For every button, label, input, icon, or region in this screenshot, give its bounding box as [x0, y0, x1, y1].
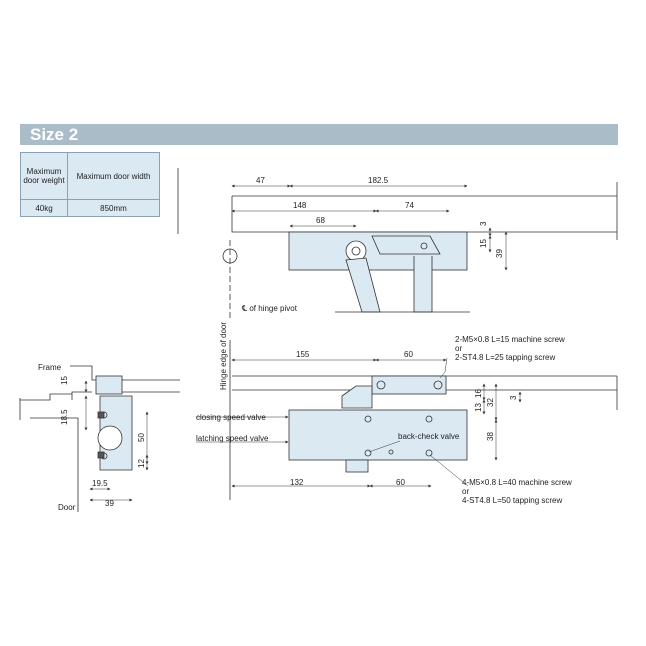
screw-bottom-or: or	[462, 487, 469, 496]
front-dim-155: 155	[296, 350, 310, 359]
screw-top-or: or	[455, 344, 462, 353]
side-view-dims	[84, 380, 149, 502]
front-dim-60-top: 60	[404, 350, 413, 359]
front-dim-13: 13	[474, 403, 483, 412]
top-dim-47: 47	[256, 176, 265, 185]
front-dim-132: 132	[290, 478, 304, 487]
latching-speed-valve-label: latching speed valve	[196, 434, 269, 443]
side-dim-18-5: 18.5	[60, 409, 69, 425]
section-banner: Size 2	[20, 124, 618, 145]
top-dim-74: 74	[405, 201, 414, 210]
side-dim-50: 50	[137, 433, 146, 442]
front-dim-16: 16	[474, 389, 483, 398]
front-view-dims	[196, 357, 522, 488]
frame-label: Frame	[38, 363, 62, 372]
screw-top-line1: 2-M5×0.8 L=15 machine screw	[455, 335, 565, 344]
top-dim-182-5: 182.5	[368, 176, 389, 185]
section-title: Size 2	[30, 125, 79, 144]
hinge-edge-label: Hinge edge of door	[219, 322, 228, 390]
max-door-weight-value: 40kg	[20, 199, 68, 217]
max-door-width-value: 850mm	[67, 199, 160, 217]
door-label: Door	[58, 503, 76, 512]
spec-table: Maximum door weight Maximum door width 4…	[20, 152, 160, 217]
top-dim-68: 68	[316, 216, 325, 225]
side-dim-15: 15	[60, 376, 69, 385]
front-dim-3: 3	[509, 395, 518, 400]
side-dim-19-5: 19.5	[92, 479, 108, 488]
top-dim-3: 3	[479, 221, 488, 226]
screw-bottom-line1: 4-M5×0.8 L=40 machine screw	[462, 478, 572, 487]
top-view-dims	[231, 184, 508, 271]
front-dim-38: 38	[486, 432, 495, 441]
hinge-pivot-label: ℄ of hinge pivot	[241, 304, 298, 313]
screw-top-line2: 2-ST4.8 L=25 tapping screw	[455, 353, 556, 362]
top-dim-148: 148	[293, 201, 307, 210]
back-check-valve-label: back-check valve	[398, 432, 460, 441]
front-view	[229, 340, 618, 500]
max-door-weight-header: Maximum door weight	[20, 152, 68, 200]
side-dim-12: 12	[137, 459, 146, 468]
front-dim-60-bottom: 60	[396, 478, 405, 487]
side-dim-39: 39	[105, 499, 114, 508]
side-view	[19, 365, 180, 512]
screw-bottom-line2: 4-ST4.8 L=50 tapping screw	[462, 496, 563, 505]
top-dim-15: 15	[479, 239, 488, 248]
top-view	[177, 168, 618, 320]
max-door-width-header: Maximum door width	[67, 152, 160, 200]
top-dim-39: 39	[495, 249, 504, 258]
closing-speed-valve-label: closing speed valve	[196, 413, 266, 422]
front-dim-32: 32	[486, 398, 495, 407]
